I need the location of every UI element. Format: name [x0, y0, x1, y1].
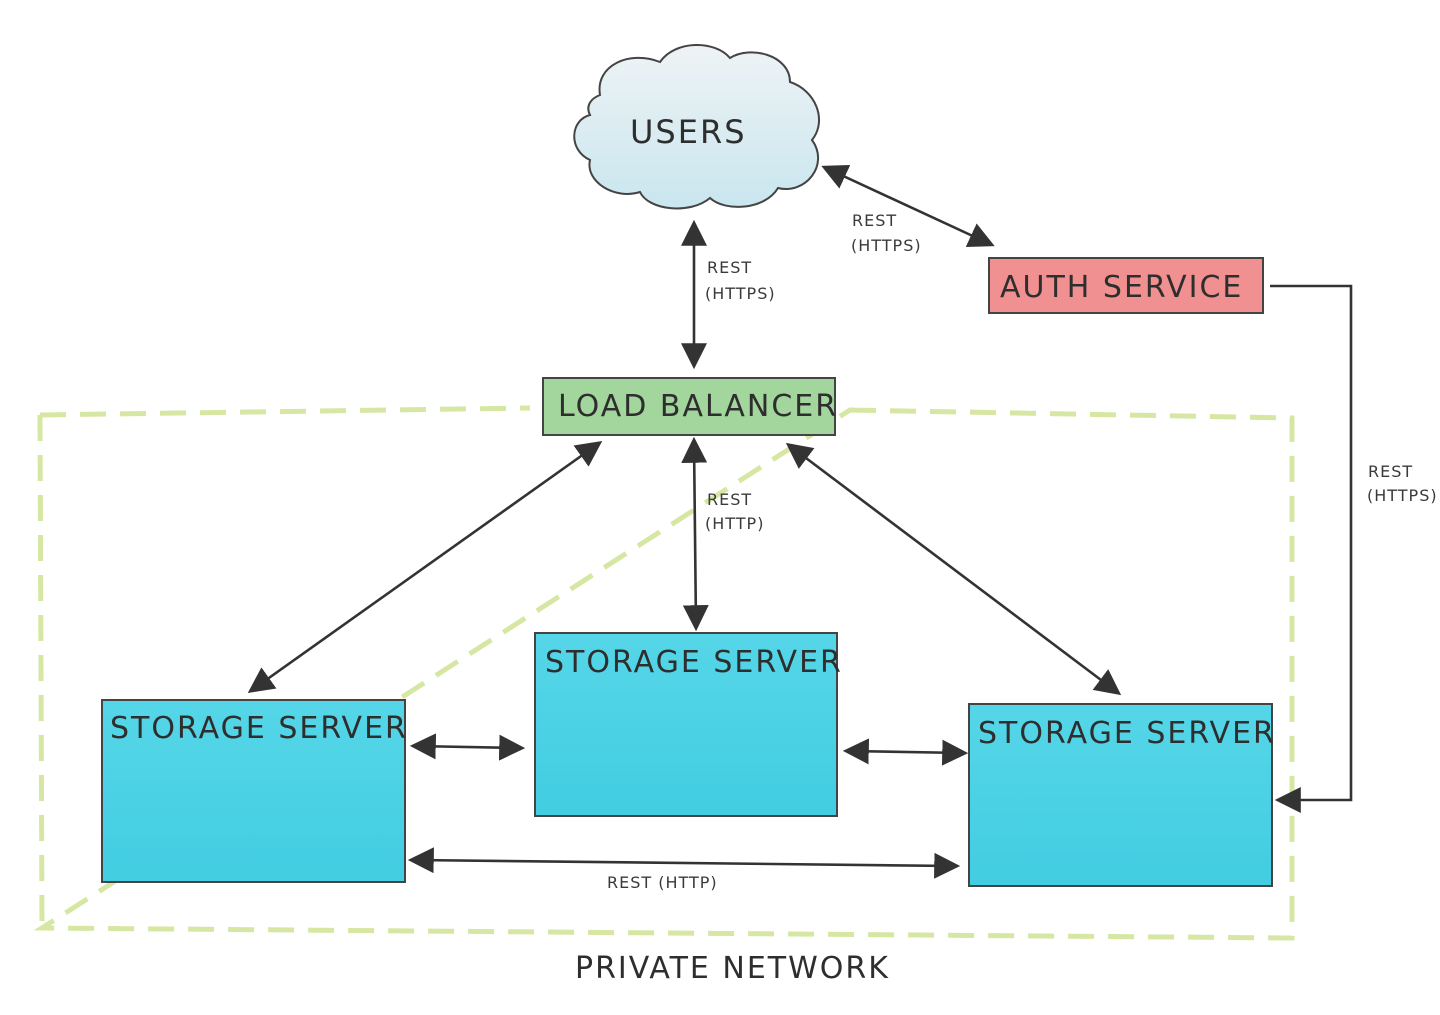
auth-service-label: AUTH SERVICE — [1000, 270, 1243, 305]
edge-auth-storage-label-2: (HTTPS) — [1367, 486, 1438, 505]
edge-users-lb-label-2: (HTTPS) — [705, 284, 776, 303]
private-network-region: PRIVATE NETWORK — [33, 405, 1295, 986]
edge-users-auth-label-1: REST — [852, 211, 897, 230]
edge-lb-storage-label-2: (HTTP) — [705, 514, 764, 533]
users-cloud: USERS — [573, 44, 821, 210]
load-balancer-label: LOAD BALANCER — [558, 389, 838, 424]
edge-users-lb-label-1: REST — [707, 258, 752, 277]
edge-auth-storage-label-1: REST — [1368, 462, 1413, 481]
load-balancer-box: LOAD BALANCER — [542, 377, 838, 436]
edge-storage-left-right-label: REST (HTTP) — [607, 873, 718, 892]
storage-server-left: STORAGE SERVER — [101, 699, 408, 883]
storage-server-center: STORAGE SERVER — [534, 632, 843, 817]
edge-storage-center-right — [842, 738, 969, 766]
edge-storage-left-right — [407, 847, 961, 879]
storage-server-right: STORAGE SERVER — [968, 703, 1276, 887]
edge-auth-storage — [1270, 284, 1353, 813]
edge-storage-left-center — [409, 733, 526, 761]
edge-lb-storage-right — [785, 442, 1122, 696]
users-label: USERS — [630, 113, 747, 151]
private-network-label: PRIVATE NETWORK — [575, 951, 890, 986]
edge-users-auth — [821, 164, 995, 248]
edge-users-auth-label-2: (HTTPS) — [851, 236, 922, 255]
storage-server-center-label: STORAGE SERVER — [545, 645, 843, 680]
edge-lb-storage-left — [247, 440, 603, 694]
storage-server-left-label: STORAGE SERVER — [110, 711, 408, 746]
storage-server-right-label: STORAGE SERVER — [978, 716, 1276, 751]
edge-lb-storage-center — [681, 436, 709, 632]
auth-service-box: AUTH SERVICE — [988, 257, 1264, 314]
edge-lb-storage-label-1: REST — [707, 490, 752, 509]
